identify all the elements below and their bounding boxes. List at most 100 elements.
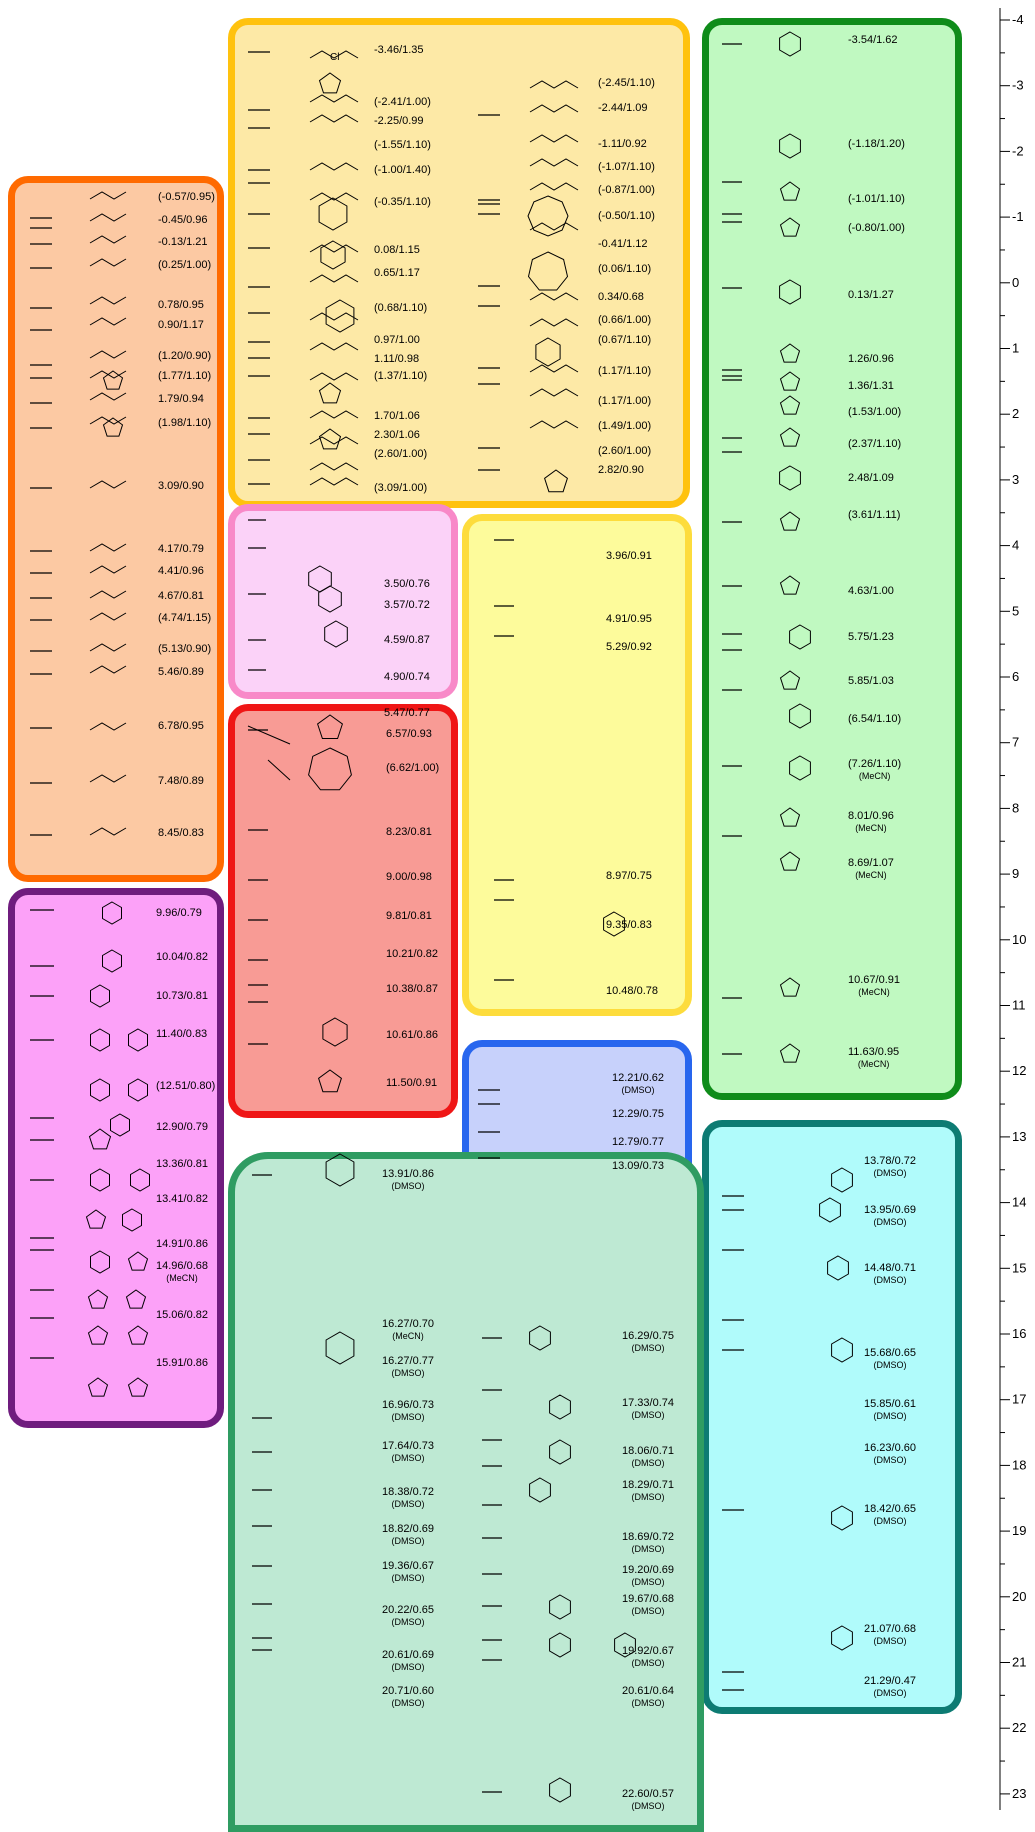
solvent-note: (DMSO) (873, 1360, 907, 1370)
value-text: (-1.00/1.40) (374, 164, 431, 176)
allyl-fragment (89, 543, 127, 552)
benzene-ring (779, 133, 801, 159)
value-text: (2.37/1.10) (848, 438, 902, 450)
value-text: 4.17/0.79 (158, 543, 204, 555)
label-green: (1.53/1.00) (848, 406, 901, 419)
value-text: 11.50/0.91 (386, 1077, 438, 1089)
solvent-note: (DMSO) (391, 1412, 425, 1422)
label-yellow: 9.35/0.83 (606, 919, 652, 932)
label-orange: -0.13/1.21 (158, 236, 208, 249)
value-text: 21.07/0.68 (864, 1623, 916, 1635)
cyclooctene-ring (527, 195, 569, 237)
label-green: 2.48/1.09 (848, 472, 894, 485)
value-text: -3.46/1.35 (374, 44, 424, 56)
alkene-chain (529, 292, 579, 301)
solvent-note: (DMSO) (391, 1181, 425, 1191)
scale-tick-label: -1 (1012, 209, 1024, 224)
label-red: 10.38/0.87 (386, 983, 438, 996)
solvent-note: (MeCN) (858, 987, 890, 997)
label-green: (-1.18/1.20) (848, 138, 905, 151)
value-text: 9.96/0.79 (156, 907, 202, 919)
box-isonitriles (228, 504, 458, 699)
value-text: 4.91/0.95 (606, 613, 652, 625)
value-text: (-1.18/1.20) (848, 138, 905, 150)
alkene-chain (529, 222, 579, 231)
label-orange: 3.09/0.90 (158, 480, 204, 493)
connector (267, 759, 291, 781)
scale-tick-label: -2 (1012, 143, 1024, 158)
value-text: 19.36/0.67 (382, 1560, 434, 1572)
value-text: (-0.57/0.95) (158, 191, 215, 203)
label-seagreen-left: 20.71/0.60(DMSO) (382, 1685, 434, 1708)
benzene-ring (549, 1777, 571, 1803)
label-seagreen-left: 17.64/0.73(DMSO) (382, 1440, 434, 1463)
alkene-chain (309, 274, 359, 283)
benzene-ring (779, 279, 801, 305)
alkene-chain (309, 462, 359, 471)
alkene-chain (529, 80, 579, 89)
chlorine-text: Cl (330, 52, 339, 63)
label-seagreen-left: 19.36/0.67(DMSO) (382, 1560, 434, 1583)
value-text: 8.69/1.07 (848, 857, 894, 869)
allyl-fragment (89, 774, 127, 783)
cyclopentenyl-ring (102, 370, 124, 390)
pyrrole-ring (779, 977, 801, 997)
value-text: 4.67/0.81 (158, 590, 204, 602)
benzene-ring (549, 1594, 571, 1620)
label-red: 11.50/0.91 (386, 1077, 437, 1090)
label-seagreen-right: 22.60/0.57(DMSO) (622, 1788, 674, 1811)
cyclopentene-ring (87, 1289, 109, 1309)
indole-ring (789, 624, 811, 650)
box-diazo-compounds (462, 514, 692, 1016)
value-text: 4.90/0.74 (384, 671, 430, 683)
label-orange: (5.13/0.90) (158, 643, 211, 656)
value-text: (-1.01/1.10) (848, 193, 905, 205)
benzene-ring (318, 585, 342, 613)
label-purple: 15.91/0.86 (156, 1357, 208, 1370)
value-text: 5.85/1.03 (848, 675, 894, 687)
value-text: 1.70/1.06 (374, 410, 420, 422)
alkene-chain (529, 318, 579, 327)
pyrrole-ring (779, 807, 801, 827)
pyrrole-ring (779, 575, 801, 595)
benzene-ring (827, 1255, 849, 1281)
value-text: 10.73/0.81 (156, 990, 208, 1002)
scale-tick-label: 0 (1012, 275, 1019, 290)
label-gold-right: (1.49/1.00) (598, 420, 651, 433)
label-gold-left: (-2.41/1.00) (374, 96, 431, 109)
label-gold-right: 0.34/0.68 (598, 291, 644, 304)
value-text: (1.37/1.10) (374, 370, 428, 382)
allyl-fragment (89, 392, 127, 401)
value-text: (-0.87/1.00) (598, 184, 655, 196)
value-text: (-1.07/1.10) (598, 161, 655, 173)
value-text: 5.29/0.92 (606, 641, 652, 653)
value-text: 16.27/0.70 (382, 1318, 434, 1330)
label-green: 4.63/1.00 (848, 585, 894, 598)
value-text: -0.41/1.12 (598, 238, 648, 250)
label-teal: 16.23/0.60(DMSO) (864, 1442, 916, 1465)
value-text: 15.85/0.61 (864, 1398, 916, 1410)
value-text: (7.26/1.10) (848, 758, 902, 770)
allyl-fragment (89, 235, 127, 244)
alkene-chain (529, 134, 579, 143)
label-purple: 15.06/0.82 (156, 1309, 208, 1322)
scale-tick-label: 12 (1012, 1063, 1026, 1078)
scale-tick-label: 22 (1012, 1720, 1026, 1735)
benzene-ring (831, 1625, 853, 1651)
value-text: -1.11/0.92 (598, 138, 647, 150)
label-seagreen-left: 18.38/0.72(DMSO) (382, 1486, 434, 1509)
label-orange: 7.48/0.89 (158, 775, 204, 788)
allyl-fragment (89, 565, 127, 574)
value-text: 16.29/0.75 (622, 1330, 674, 1342)
value-text: 4.59/0.87 (384, 634, 430, 646)
label-seagreen-left: 16.96/0.73(DMSO) (382, 1399, 434, 1422)
label-red: 10.61/0.86 (386, 1029, 438, 1042)
value-text: 9.35/0.83 (606, 919, 652, 931)
value-text: 13.41/0.82 (156, 1193, 208, 1205)
label-gold-left: (-1.55/1.10) (374, 139, 431, 152)
value-text: (0.67/1.10) (598, 334, 652, 346)
alkene-chain (309, 114, 359, 123)
benzene-ring (110, 1113, 130, 1137)
value-text: 14.96/0.68 (156, 1260, 208, 1272)
value-text: 10.38/0.87 (386, 983, 438, 995)
